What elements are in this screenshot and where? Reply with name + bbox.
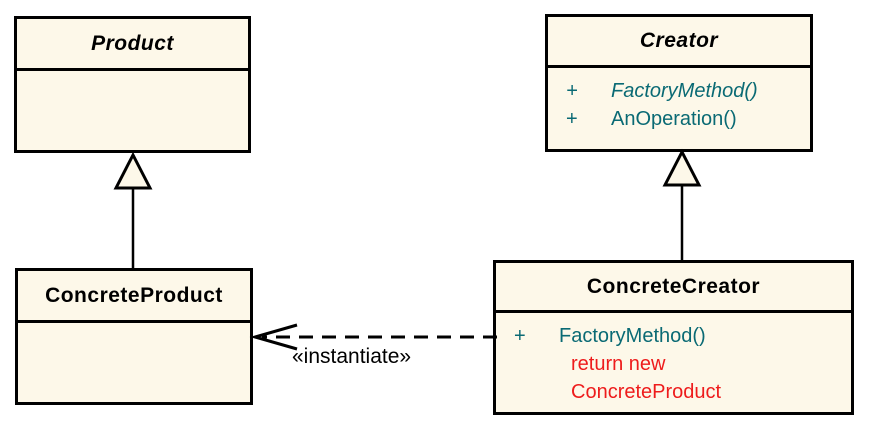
hollow-triangle-arrowhead (662, 148, 702, 187)
class-name-concrete-product: ConcreteProduct (45, 283, 223, 307)
class-concrete-creator-body: + FactoryMethod() return new ConcretePro… (496, 313, 851, 406)
class-name-product: Product (91, 31, 174, 55)
pseudocode-note-line: return new (571, 353, 666, 375)
class-name-concrete-creator: ConcreteCreator (586, 274, 761, 298)
visibility-marker: + (514, 325, 526, 347)
generalization-product (113, 151, 153, 268)
pseudocode-note-line: ConcreteProduct (571, 381, 722, 403)
class-creator-body: + FactoryMethod() + AnOperation() (548, 68, 810, 133)
hollow-triangle-arrowhead (113, 151, 153, 190)
method-row: + FactoryMethod() (566, 77, 810, 105)
class-product-title: Product (17, 19, 248, 71)
class-name-creator: Creator (639, 29, 719, 52)
visibility-marker: + (566, 108, 578, 130)
method-name: AnOperation() (611, 108, 737, 130)
class-creator-title: Creator (548, 17, 810, 68)
class-concrete-product: ConcreteProduct (15, 268, 253, 405)
class-product-body (17, 71, 248, 80)
generalization-creator (662, 148, 702, 260)
method-name: FactoryMethod() (559, 325, 706, 347)
method-name: FactoryMethod() (611, 80, 758, 102)
class-creator: Creator + FactoryMethod() + AnOperation(… (545, 14, 813, 152)
class-concrete-creator-title: ConcreteCreator (496, 263, 851, 313)
instantiate-label: «instantiate» (292, 345, 412, 368)
class-concrete-product-title: ConcreteProduct (18, 271, 250, 323)
class-product: Product (14, 16, 251, 153)
method-row: + AnOperation() (566, 105, 810, 133)
class-concrete-product-body (18, 323, 250, 332)
class-concrete-creator: ConcreteCreator + FactoryMethod() return… (493, 260, 854, 415)
open-arrowhead (249, 323, 298, 351)
visibility-marker: + (566, 80, 578, 102)
method-row: + FactoryMethod() (514, 322, 851, 350)
